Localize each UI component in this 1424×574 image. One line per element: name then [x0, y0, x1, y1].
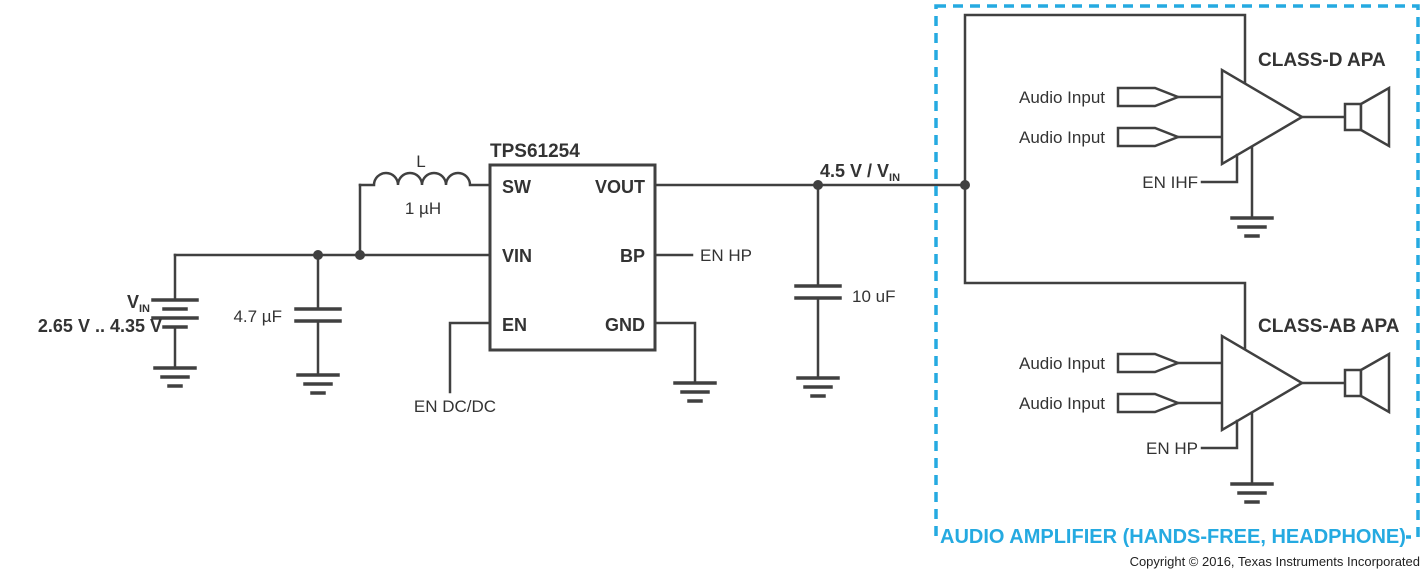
bp-net: EN HP: [653, 246, 752, 265]
class-d-input-wires: [1176, 95, 1224, 139]
amp-power-rail-wire: [963, 13, 1247, 352]
audio-input-connector-icon: [1116, 126, 1180, 148]
ground-icon: [673, 381, 717, 403]
battery-vin: VIN 2.65 V .. 4.35 V: [38, 253, 199, 388]
pin-label-en: EN: [502, 315, 527, 335]
class-ab-title: CLASS-AB APA: [1258, 316, 1400, 337]
copyright-text: Copyright © 2016, Texas Instruments Inco…: [1130, 554, 1420, 569]
ground-icon: [153, 366, 197, 388]
audio-input-connector-icon: [1116, 392, 1180, 414]
audio-amplifier-region-label: AUDIO AMPLIFIER (HANDS-FREE, HEADPHONE): [940, 526, 1406, 548]
class-d-enable-wire: [1200, 153, 1239, 184]
class-d-audio-input-label-bottom: Audio Input: [1019, 128, 1105, 147]
ic-body: [488, 163, 657, 352]
gnd-pin-wire: [653, 321, 697, 385]
class-d-amplifier: CLASS-D APA Audio Input Audio Input EN I…: [1019, 50, 1391, 238]
gnd-net: [653, 321, 717, 403]
pin-label-sw: SW: [502, 177, 531, 197]
class-ab-enable-wire: [1200, 419, 1239, 450]
class-d-amp-triangle-icon: [1220, 67, 1305, 167]
inductor-name-label: L: [416, 152, 425, 171]
enable-dcdc-net: EN DC/DC: [414, 321, 496, 416]
battery-icon: [151, 298, 199, 329]
class-ab-input-wires: [1176, 361, 1224, 405]
inductor: L 1 µH: [358, 152, 492, 257]
ground-icon: [1230, 482, 1274, 504]
pin-label-gnd: GND: [605, 315, 645, 335]
class-ab-enable-label: EN HP: [1146, 439, 1198, 458]
audio-amplifier-dashed-border: [934, 4, 1420, 539]
pin-label-vout: VOUT: [595, 177, 645, 197]
power-stage: VIN 2.65 V .. 4.35 V 4.7 µF L 1 µH TPS61…: [38, 141, 970, 416]
class-ab-amplifier: CLASS-AB APA Audio Input Audio Input EN …: [1019, 316, 1400, 504]
vin-source-label-main: V: [127, 292, 139, 312]
ground-icon: [296, 373, 340, 395]
capacitor-icon: [294, 307, 342, 323]
class-d-enable-label: EN IHF: [1142, 173, 1198, 192]
junction-dots: [313, 180, 970, 260]
ic-part-number: TPS61254: [490, 141, 580, 162]
capacitor-icon: [794, 284, 842, 300]
input-capacitor: 4.7 µF: [233, 253, 342, 395]
audio-input-connector-icon: [1116, 352, 1180, 374]
input-cap-value-label: 4.7 µF: [233, 307, 282, 326]
vout-net: 4.5 V / VIN: [653, 161, 967, 187]
class-d-title: CLASS-D APA: [1258, 50, 1386, 71]
en-dcdc-label: EN DC/DC: [414, 397, 496, 416]
class-ab-audio-input-label-top: Audio Input: [1019, 354, 1105, 373]
class-d-audio-input-label-top: Audio Input: [1019, 88, 1105, 107]
junction-dot: [813, 180, 823, 190]
pin-label-vin: VIN: [502, 246, 532, 266]
bp-en-hp-label: EN HP: [700, 246, 752, 265]
vin-source-label: VIN: [127, 292, 150, 315]
vout-voltage-label-sub: IN: [889, 172, 900, 184]
en-pin-wire: [448, 321, 492, 394]
ground-icon: [796, 376, 840, 398]
output-capacitor: 10 uF: [794, 183, 895, 398]
audio-input-connector-icon: [1116, 86, 1180, 108]
region-label-background: [938, 525, 1406, 548]
inductor-icon: [358, 171, 492, 187]
class-ab-amp-triangle-icon: [1220, 333, 1305, 433]
vin-range-label: 2.65 V .. 4.35 V: [38, 316, 162, 336]
vout-voltage-label: 4.5 V / VIN: [820, 161, 900, 184]
audio-amplifier-region: CLASS-D APA Audio Input Audio Input EN I…: [934, 4, 1420, 548]
speaker-icon: [1343, 86, 1391, 148]
inductor-value-label: 1 µH: [405, 199, 441, 218]
junction-dot: [355, 250, 365, 260]
ground-icon: [1230, 216, 1274, 238]
ic-tps61254: TPS61254 SW VIN EN VOUT BP GND: [488, 141, 657, 352]
speaker-icon: [1343, 352, 1391, 414]
junction-dot: [313, 250, 323, 260]
class-ab-audio-input-label-bottom: Audio Input: [1019, 394, 1105, 413]
pin-label-bp: BP: [620, 246, 645, 266]
vout-voltage-label-main: 4.5 V / V: [820, 161, 889, 181]
vin-source-label-sub: IN: [139, 303, 150, 315]
output-cap-value-label: 10 uF: [852, 287, 895, 306]
